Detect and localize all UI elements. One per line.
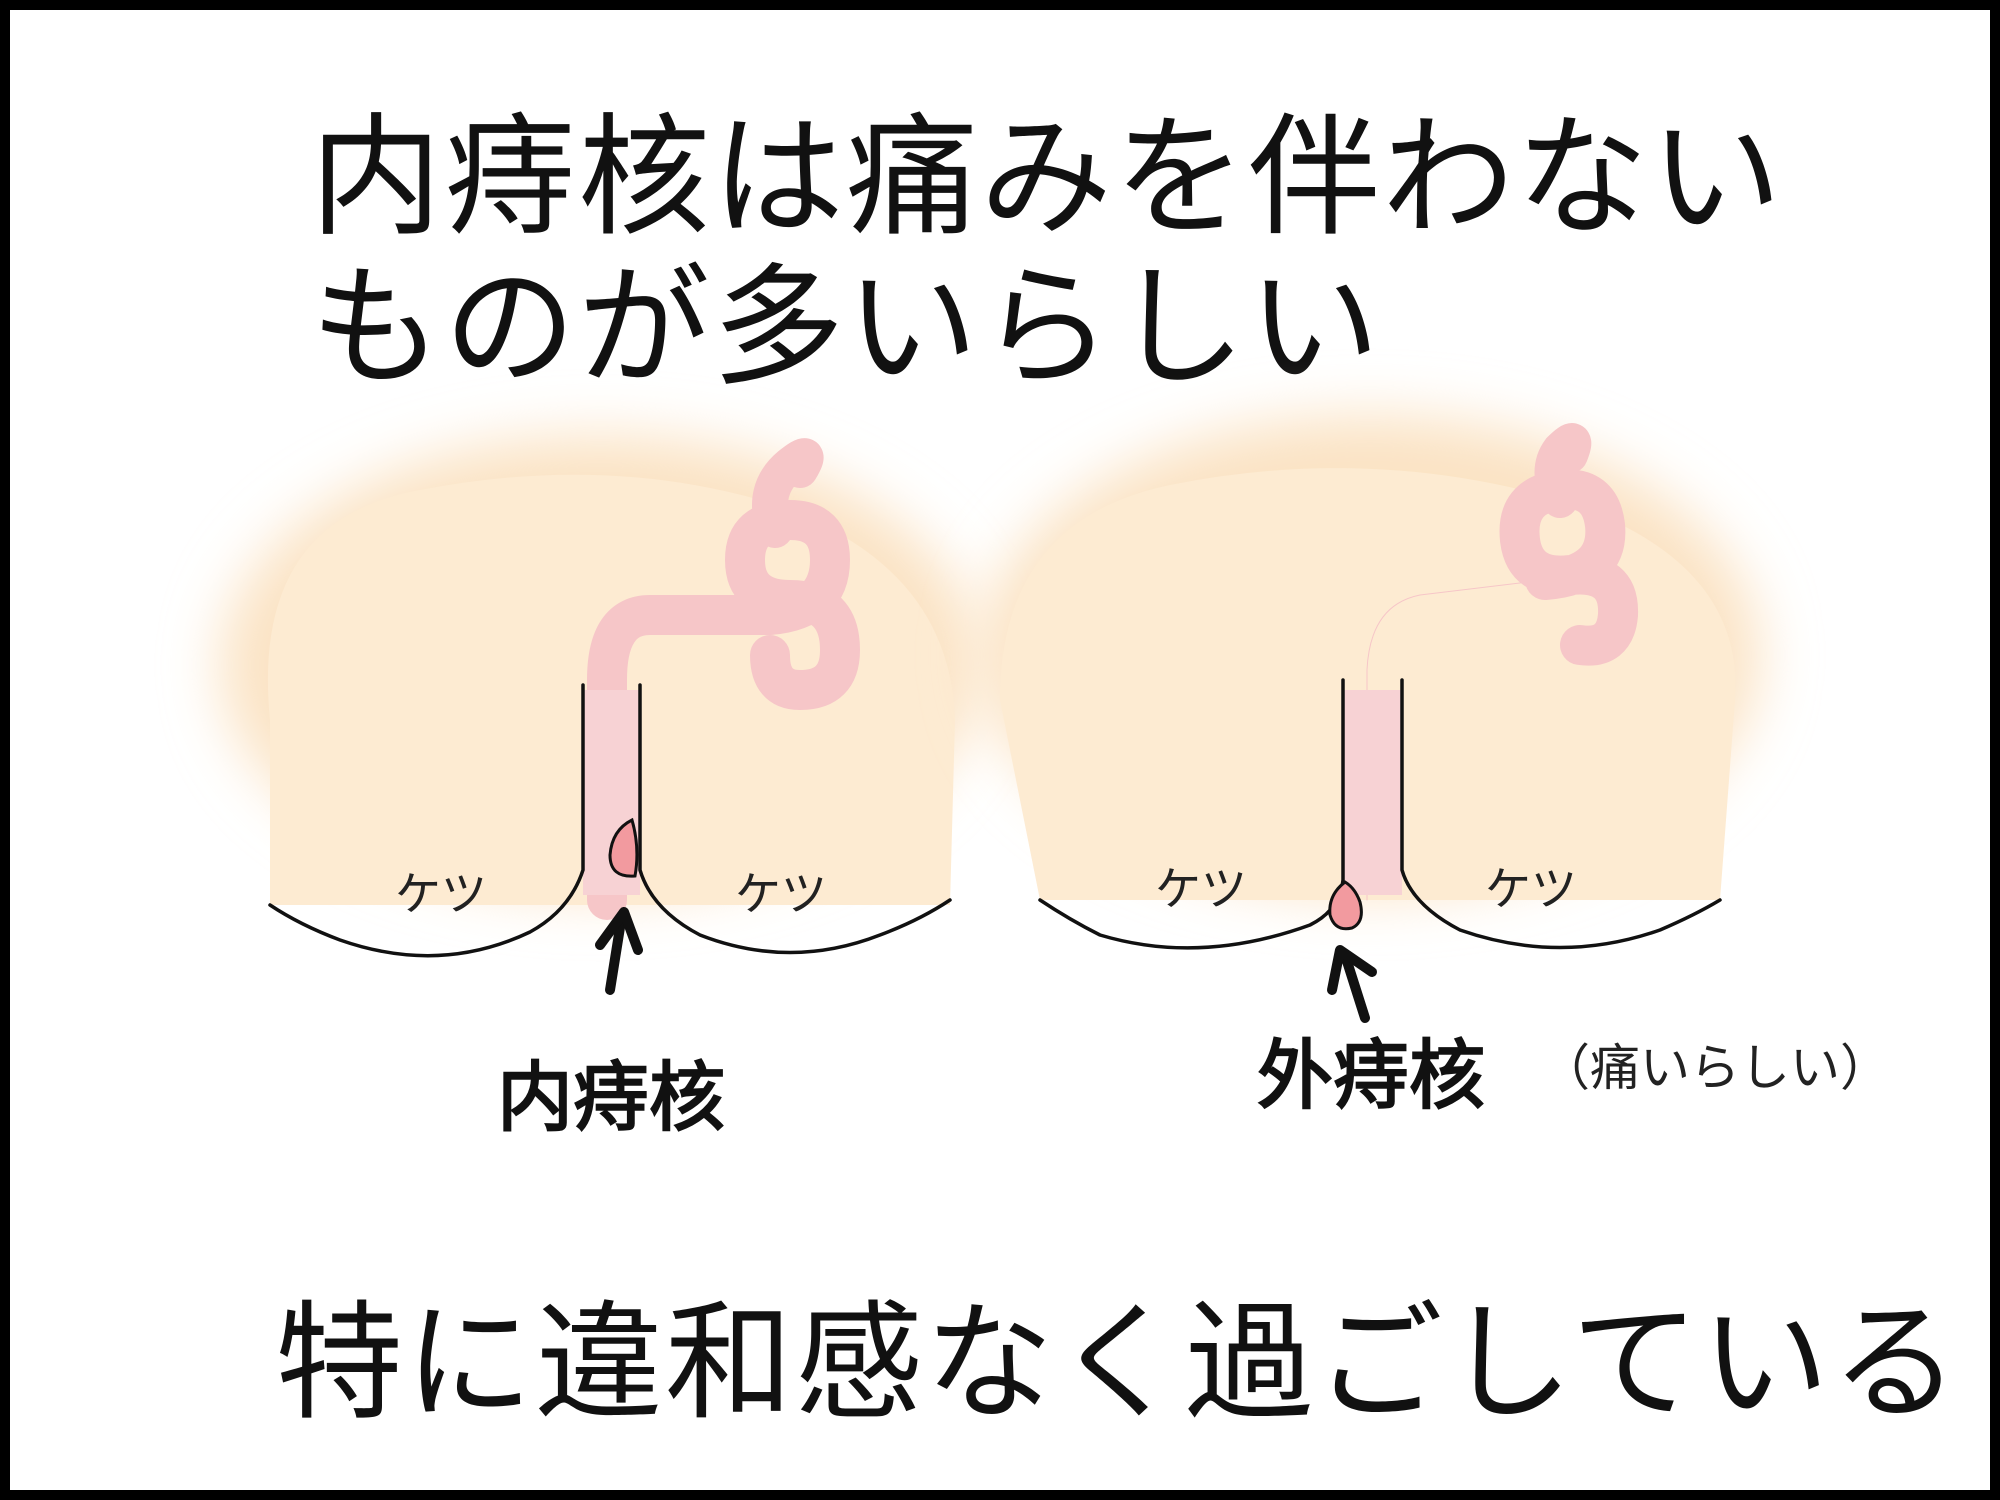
intestine-right [1366, 423, 1639, 901]
internal-hemorrhoid-figure: ケツ ケツ [220, 435, 980, 995]
cleft-right [1343, 690, 1402, 895]
heading-line-1: 内痔核は痛みを伴わない [310, 101, 1784, 255]
heading-line-2: ものが多いらしい [310, 251, 1382, 405]
internal-hemorrhoid [608, 817, 639, 878]
footer-text: 特に違和感なく過ごしている [275, 1289, 1962, 1438]
painful-note: （痛いらしい） [1540, 1039, 1890, 1097]
external-hemorrhoid-label: 外痔核 [1257, 1031, 1485, 1120]
cheek-label-left-a: ケツ [395, 867, 487, 921]
arrow-left [595, 907, 643, 995]
internal-hemorrhoid-label: 内痔核 [497, 1053, 725, 1142]
cheek-label-right-a: ケツ [1155, 862, 1247, 916]
arrow-right [1327, 945, 1377, 1023]
cheek-label-right-b: ケツ [1485, 862, 1577, 916]
external-hemorrhoid-figure: ケツ ケツ [980, 415, 1760, 1023]
cheek-outlines-left [268, 683, 952, 958]
intestine-left [587, 438, 860, 920]
external-hemorrhoid [1328, 880, 1363, 931]
cheek-label-left-b: ケツ [735, 867, 827, 921]
